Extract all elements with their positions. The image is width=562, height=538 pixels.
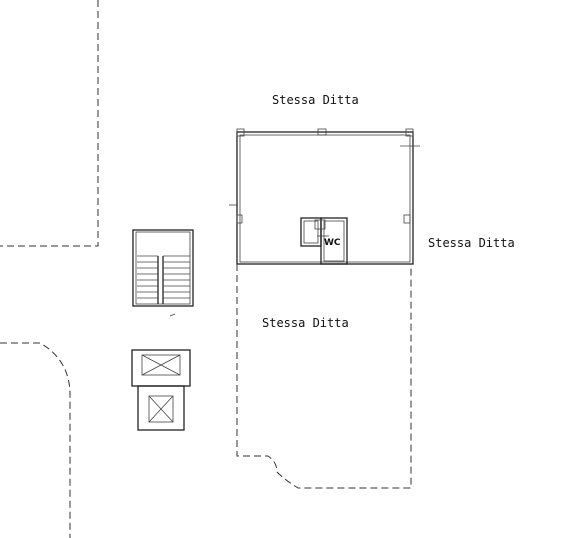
wc-room: WC <box>300 217 348 265</box>
label-top: Stessa Ditta <box>272 93 359 107</box>
label-right: Stessa Ditta <box>428 236 515 250</box>
neighbor-boundary-lines <box>0 0 99 538</box>
elevator-shafts <box>131 349 191 431</box>
adjacent-unit-outline <box>236 264 412 489</box>
staircase <box>132 229 194 317</box>
wc-label: WC <box>324 238 341 248</box>
label-center: Stessa Ditta <box>262 316 349 330</box>
